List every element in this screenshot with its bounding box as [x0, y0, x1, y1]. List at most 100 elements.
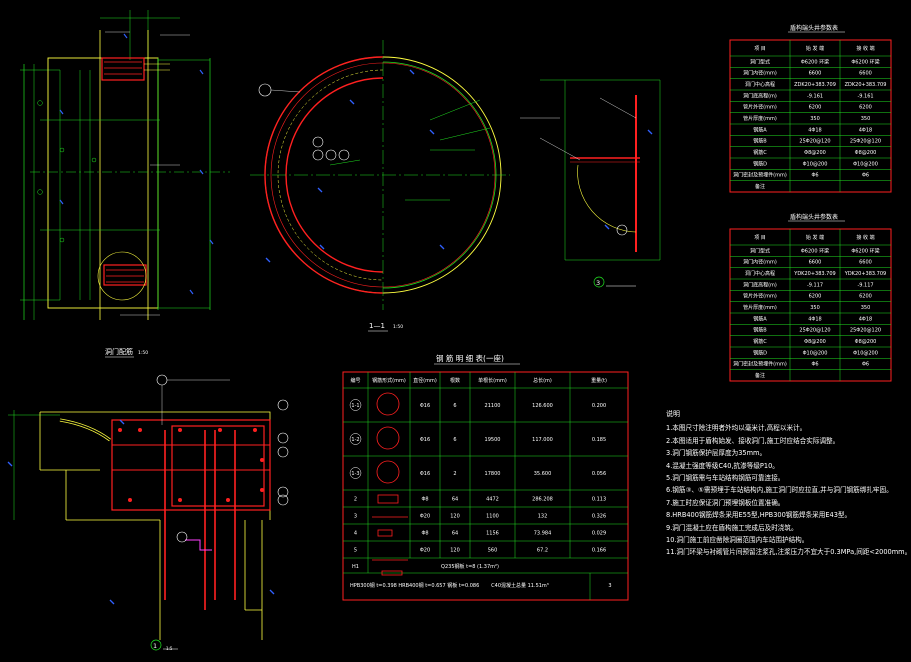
rebar-cell: 0.185 [592, 437, 606, 443]
spec-cell: 6200 [859, 105, 872, 111]
rebar-cell: 1-1 [351, 403, 359, 409]
rebar-cell: 560 [488, 548, 498, 554]
rebar-cell: Φ16 [420, 471, 430, 477]
spec-cell: 洞门底高程(m) [743, 281, 777, 288]
spec-cell: 洞门内径(mm) [743, 70, 777, 77]
spec-cell: ZDK20+383.709 [845, 82, 887, 88]
rebar-cell: 286.208 [532, 497, 553, 503]
rebar-cell: 1-2 [351, 437, 359, 443]
spec-header-cell: 项 目 [754, 235, 766, 241]
rebar-cell: Φ8 [421, 497, 428, 503]
spec-cell: Φ8@200 [804, 150, 826, 156]
spec-cell: -9.117 [857, 282, 873, 288]
spec-cell: 4Φ18 [859, 127, 872, 133]
rebar-cell: 117.000 [532, 437, 553, 443]
rebar-cell: 0.113 [592, 497, 606, 503]
spec-cell: 洞门密封及预埋件(mm) [733, 172, 787, 179]
rebar-cell: 0.166 [592, 548, 606, 554]
rebar-cell: 0.326 [592, 514, 606, 520]
spec-cell: Φ10@200 [853, 350, 878, 356]
spec-cell: Φ6200 环梁 [801, 247, 829, 254]
spec-cell: 钢筋B [753, 327, 767, 334]
rebar-cell: 132 [538, 514, 548, 520]
spec-header-cell: 接 收 端 [856, 45, 874, 52]
rebar-footer-left: HPB300钢 t=0.398 HRB400钢 t=0.657 钢板 t=0.0… [350, 582, 479, 589]
rebar-cell: 6 [453, 403, 456, 409]
spec-cell: 25Φ20@120 [850, 139, 881, 145]
rebar-cell: 4472 [486, 497, 499, 503]
rebar-cell: 19500 [485, 437, 501, 443]
spec-cell: 6600 [809, 71, 822, 77]
rebar-cell: 0.200 [592, 403, 606, 409]
rebar-cell: 73.984 [534, 531, 552, 537]
rebar-no-circle [349, 399, 362, 411]
spec-table-2-title: 盾构端头井参数表 [790, 213, 838, 221]
note-3: 3.洞门钢筋保护层厚度为35mm。 [666, 449, 767, 458]
section-1-1-scale: 1:50 [393, 324, 403, 330]
spec-cell: -9.117 [807, 282, 823, 288]
rebar-no-circle [349, 467, 362, 479]
rebar-cell: 2 [354, 497, 357, 503]
rebar-footer-right: C40混凝土总量 11.51m³ [491, 582, 549, 589]
note-5: 5.洞门钢筋需与车站结构钢筋可靠连接。 [666, 474, 785, 483]
spec-cell: -9.161 [857, 93, 873, 99]
note-6: 6.钢筋③、⑤需预埋于车站结构内,施工洞门时应拉直,并与洞门钢筋绑扎牢固。 [666, 486, 893, 495]
detail-1-view: 1 1:5 [7, 374, 289, 651]
spec-cell: 洞门型式 [750, 247, 770, 254]
rebar-cell: 6 [453, 437, 456, 443]
spec-header-cell: 项 目 [754, 46, 766, 52]
spec-cell: 钢筋A [753, 315, 767, 322]
lining-title: 洞门配筋 [105, 347, 133, 356]
spec-cell: 管片厚度(mm) [743, 115, 777, 122]
spec-cell: 350 [861, 116, 871, 122]
rebar-cell: 35.600 [534, 471, 552, 477]
spec-header-cell: 接 收 端 [856, 234, 874, 241]
spec-cell: 4Φ18 [808, 316, 821, 322]
rebar-header-cell: 编号 [350, 377, 360, 384]
spec-cell: 4Φ18 [808, 127, 821, 133]
spec-cell: Φ6 [811, 173, 818, 179]
note-10: 10.洞门施工前应凿除洞圈范围内车站围护结构。 [666, 536, 809, 545]
note-7: 7.施工时应保证洞门预埋钢板位置准确。 [666, 498, 785, 507]
rebar-cell: 0.056 [592, 471, 606, 477]
rebar-cell: 21100 [485, 403, 501, 409]
rebar-header-cell: 直径(mm) [413, 377, 437, 384]
spec-cell: 25Φ20@120 [799, 139, 830, 145]
lining-elevation-view: 洞门配筋 1:50 [20, 10, 230, 358]
spec-cell: 6200 [859, 294, 872, 300]
rebar-h1-no: H1 [352, 564, 359, 570]
rebar-cell: 3 [354, 514, 357, 520]
note-4: 4.混凝土强度等级C40,抗渗等级P10。 [666, 461, 779, 470]
rebar-cell: 0.029 [592, 531, 606, 537]
spec-cell: Φ8@200 [855, 339, 877, 345]
rebar-no-circle [349, 433, 362, 445]
notes-title: 说明 [666, 410, 680, 418]
spec-cell: YDK20+383.709 [793, 271, 835, 277]
spec-cell: 钢筋B [753, 138, 767, 145]
rebar-header-cell: 根数 [450, 377, 460, 384]
detail-1-number: 1 [153, 642, 157, 650]
spec-cell: YDK20+383.709 [844, 271, 886, 277]
rebar-schedule-table: 钢 筋 明 细 表(一座) 编号钢筋形式(mm)直径(mm)根数单根长(mm)总… [342, 353, 629, 601]
rebar-cell: 5 [354, 548, 357, 554]
design-notes: 说明 1.本图尺寸除注明者外均以毫米计,高程以米计。 2.本图适用于盾构始发、接… [666, 408, 911, 559]
spec-cell: 6200 [809, 105, 822, 111]
rebar-h1-text: Q235钢板 t=8 (1.37m²) [441, 563, 499, 570]
spec-cell: -9.161 [807, 93, 823, 99]
detail-3-view: 3 [520, 79, 661, 288]
rebar-cell: Φ20 [420, 514, 430, 520]
spec-header-cell: 始 发 端 [806, 234, 824, 241]
rebar-cell: 1156 [486, 531, 499, 537]
rebar-cell: Φ16 [420, 403, 430, 409]
note-1: 1.本图尺寸除注明者外均以毫米计,高程以米计。 [666, 424, 807, 433]
spec-cell: Φ10@200 [803, 350, 828, 356]
spec-table-1-title: 盾构端头井参数表 [790, 24, 838, 32]
rebar-cell: 120 [450, 514, 460, 520]
spec-cell: 钢筋C [753, 149, 767, 156]
note-2: 2.本图适用于盾构始发、接收洞门,施工时应结合实际调整。 [666, 436, 840, 445]
rebar-cell: 2 [453, 471, 456, 477]
spec-cell: 洞门密封及预埋件(mm) [733, 361, 787, 368]
spec-cell: 钢筋C [753, 338, 767, 345]
